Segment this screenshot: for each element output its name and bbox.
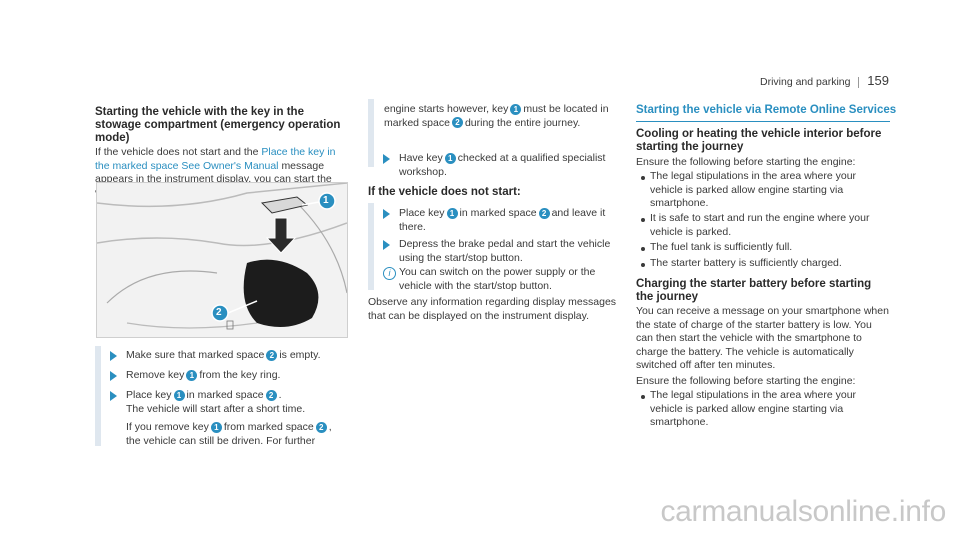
info-icon: i: [383, 267, 396, 280]
section-heading: Starting the vehicle with the key in the…: [95, 106, 341, 144]
num-badge: 1: [186, 369, 198, 381]
step-arrow-icon: [383, 209, 390, 219]
instruction-bar: [95, 346, 101, 446]
step-arrow-icon: [383, 240, 390, 250]
step-arrow-icon: [110, 391, 117, 401]
stowage-figure: 1 2: [96, 182, 348, 338]
stowage-illustration: [97, 183, 347, 337]
bullet-item: It is safe to start and run the engine w…: [650, 212, 870, 238]
subheading-cooling: Cooling or heating the vehicle interior …: [636, 128, 882, 153]
bullet: [641, 247, 645, 251]
running-header: Driving and parking 159: [760, 74, 889, 90]
ensure-paragraph-1: Ensure the following before starting the…: [636, 156, 856, 168]
step-arrow-icon: [110, 371, 117, 381]
num-badge: 2: [265, 389, 277, 401]
callout-2-label: 2: [216, 307, 222, 318]
intro-text: If the vehicle does not start and the: [95, 146, 259, 158]
charging-paragraph: You can receive a message on your smartp…: [636, 305, 889, 371]
bullet-item: The fuel tank is sufficiently full.: [650, 241, 793, 253]
display-message-link[interactable]: Place the key in the marked space See Ow…: [95, 146, 336, 172]
bullet-item: The legal stipulations in the area where…: [650, 170, 857, 209]
step-arrow-icon: [383, 154, 390, 164]
ensure-paragraph-2: Ensure the following before starting the…: [636, 375, 856, 387]
instruction-bar: [368, 203, 374, 290]
num-badge: 1: [173, 389, 185, 401]
info-note: You can switch on the power supply or th…: [399, 266, 596, 292]
callout-1: [318, 192, 336, 210]
section-title-remote: Starting the vehicle via Remote Online S…: [636, 104, 897, 116]
page-number: 159: [867, 73, 889, 88]
section-title: Driving and parking: [759, 76, 851, 88]
subheading-charging: Charging the starter battery before star…: [636, 278, 872, 303]
title-underline: [636, 121, 890, 122]
subheading-no-start: If the vehicle does not start:: [368, 186, 521, 198]
observe-paragraph: Observe any information regarding displa…: [368, 296, 617, 322]
instruction-bar: [368, 99, 374, 167]
bullet: [641, 263, 645, 267]
bullet: [641, 176, 645, 180]
step-result: The vehicle will start after a short tim…: [126, 402, 306, 415]
bullet-item: The starter battery is sufficiently char…: [650, 257, 842, 269]
bullet-item: The legal stipulations in the area where…: [650, 389, 857, 428]
watermark: carmanualsonline.info: [660, 495, 946, 528]
step-depress-brake: Depress the brake pedal and start the ve…: [399, 238, 611, 264]
callout-1-label: 1: [323, 195, 329, 206]
step-arrow-icon: [110, 351, 117, 361]
bullet: [641, 395, 645, 399]
bullet: [641, 218, 645, 222]
num-badge: 2: [266, 349, 278, 361]
